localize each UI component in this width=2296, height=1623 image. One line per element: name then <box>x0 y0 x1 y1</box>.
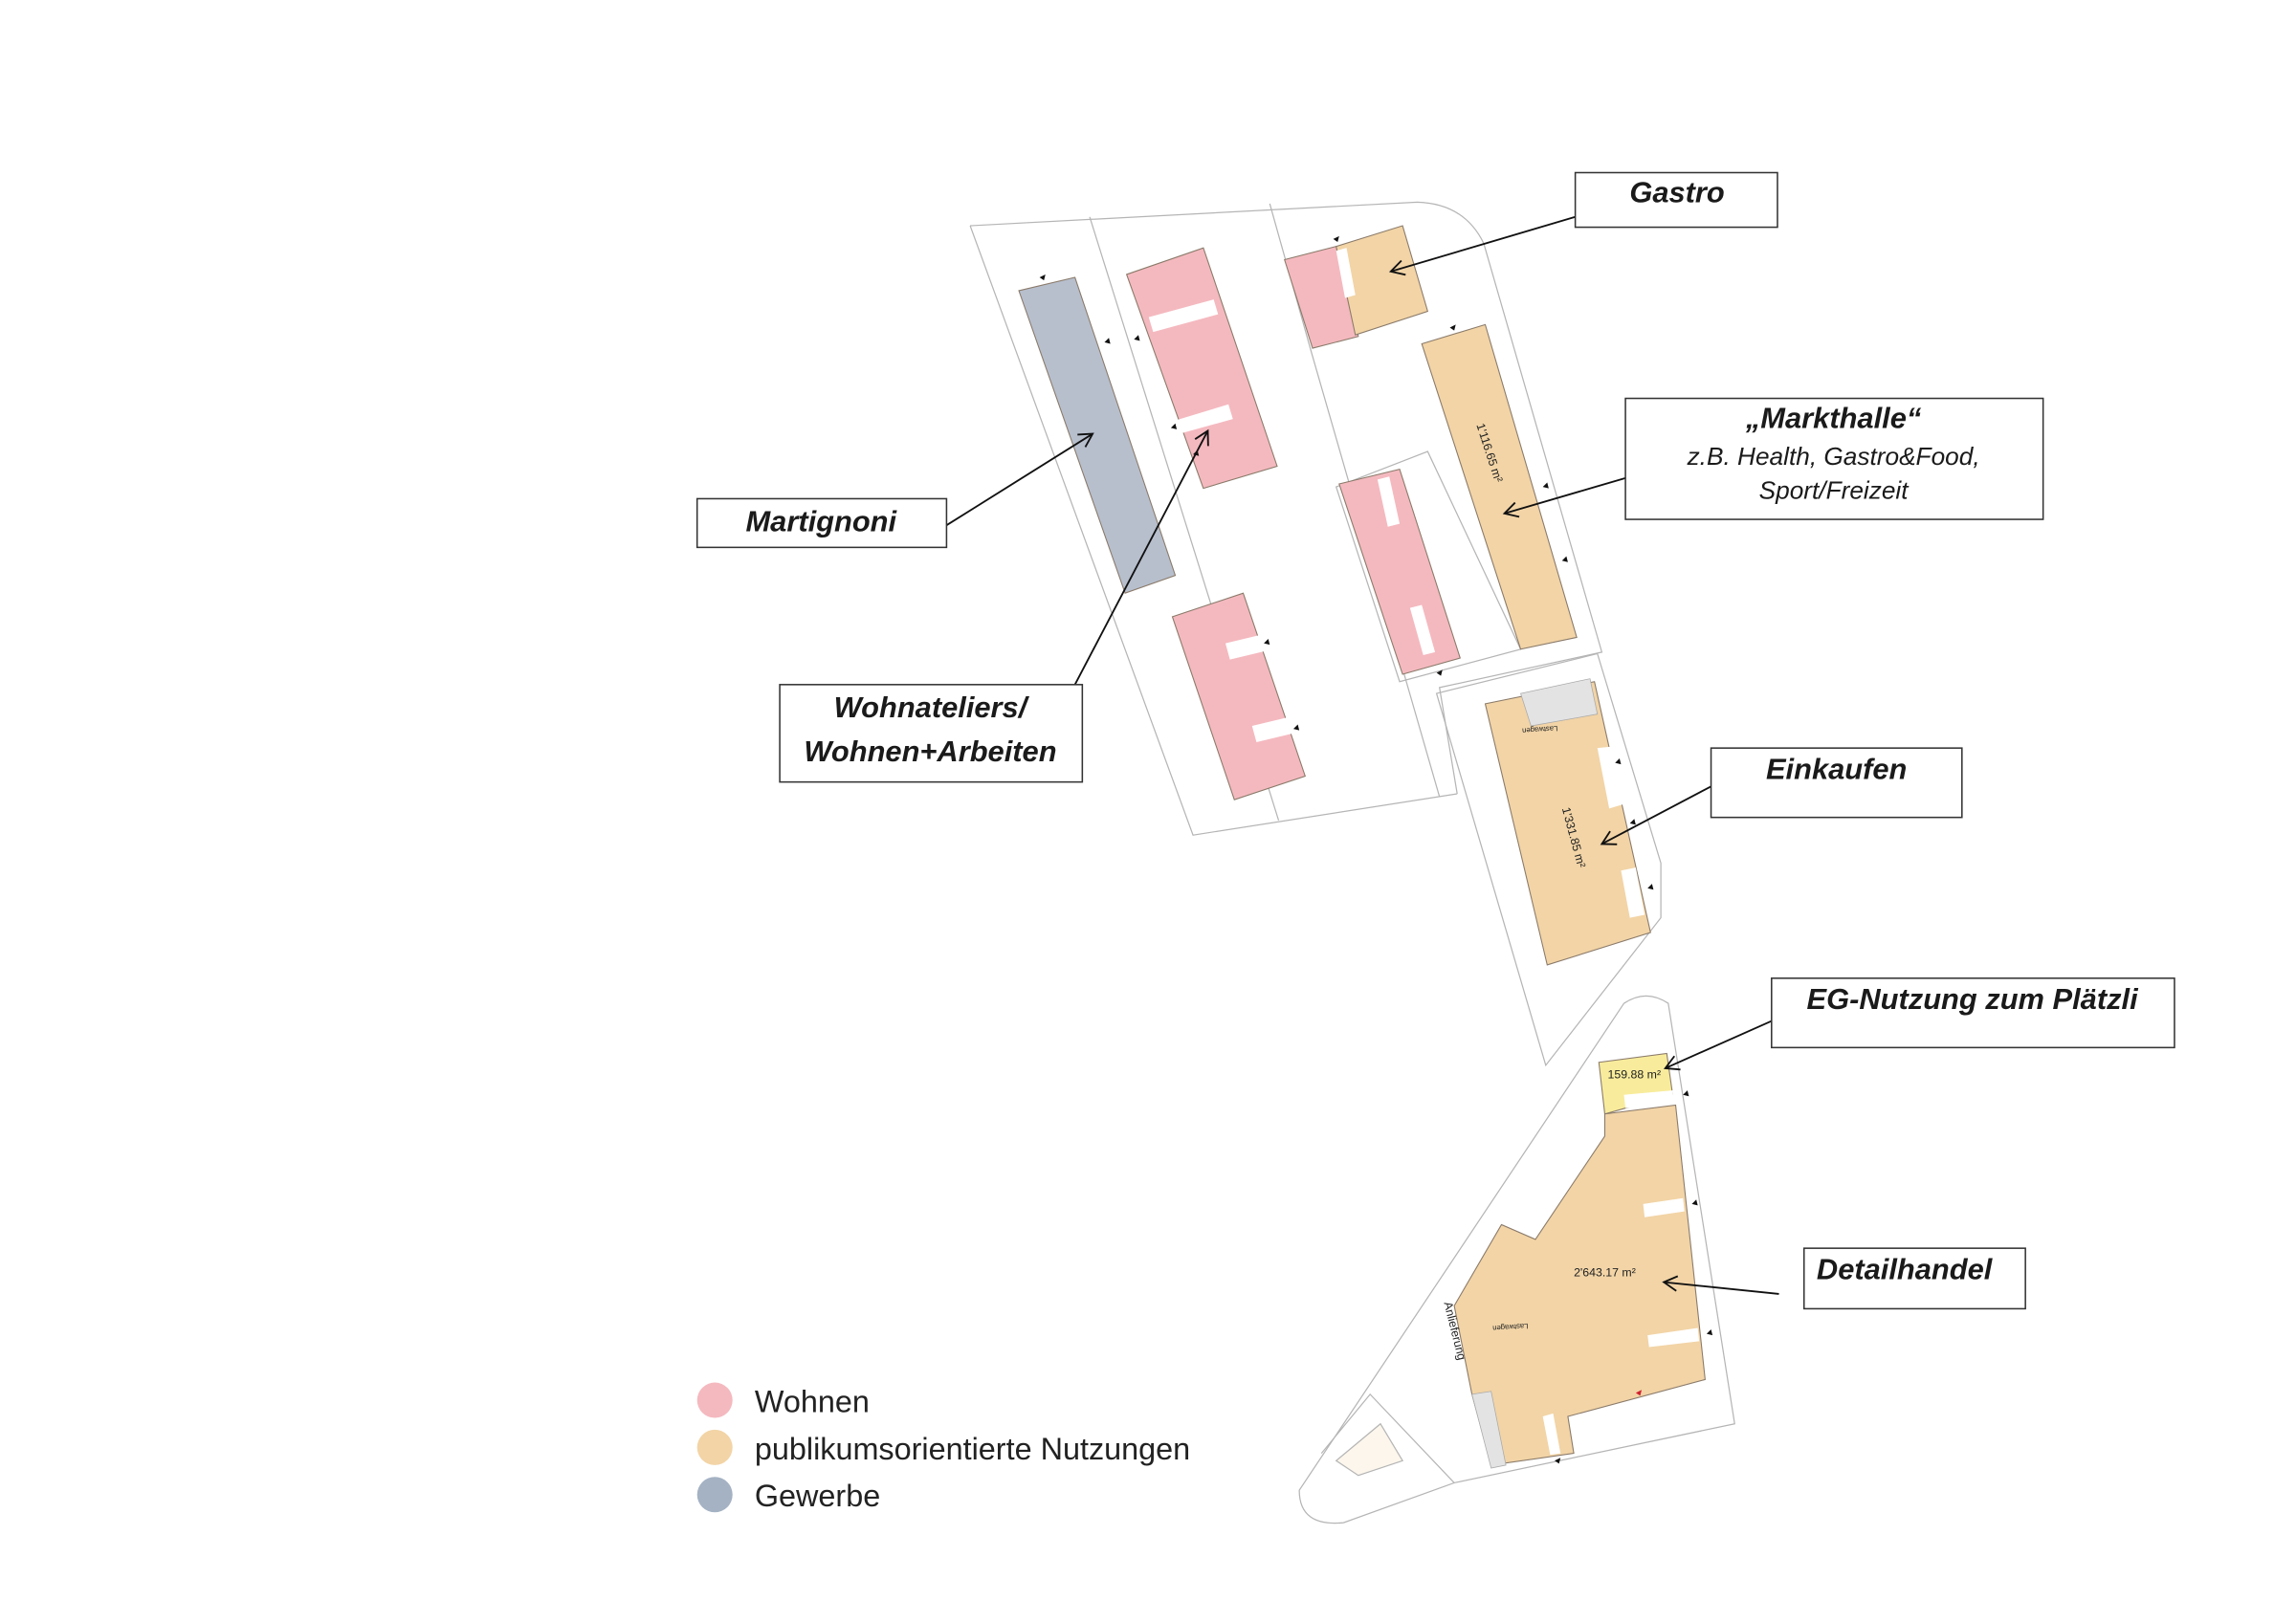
legend-swatch-wohnen <box>696 1382 733 1418</box>
area-eg: 159.88 m² <box>1608 1068 1662 1082</box>
building-wohnateliers-north <box>1125 247 1278 490</box>
lastwagen-label: Lastwagen <box>1522 724 1558 735</box>
building-wohnateliers-south <box>1171 592 1306 801</box>
label-markthalle-title: „Markthalle“ <box>1745 401 1922 434</box>
callout-einkaufen: Einkaufen <box>1710 747 1963 819</box>
lastwagen-label: Lastwagen <box>1492 1322 1529 1333</box>
label-markthalle-line2: Sport/Freizeit <box>1759 475 1910 504</box>
callout-markthalle: „Markthalle“ z.B. Health, Gastro&Food, S… <box>1624 397 2044 520</box>
callout-wohnateliers: Wohnateliers/ Wohnen+Arbeiten <box>779 684 1084 783</box>
label-gastro: Gastro <box>1629 175 1724 208</box>
label-wohnateliers-line1: Wohnateliers/ <box>834 691 1030 724</box>
building-martignoni <box>1018 276 1177 594</box>
legend-label-publikum: publikumsorientierte Nutzungen <box>755 1432 1190 1466</box>
buildings <box>1018 225 1706 1469</box>
entrance-markers <box>1039 235 1713 1464</box>
label-einkaufen: Einkaufen <box>1766 753 1907 786</box>
building-markthalle <box>1421 323 1578 650</box>
building-middle-wohnen <box>1338 468 1461 675</box>
legend-label-gewerbe: Gewerbe <box>755 1479 880 1513</box>
legend-swatch-publikum <box>696 1429 733 1465</box>
label-wohnateliers-line2: Wohnen+Arbeiten <box>804 735 1056 768</box>
label-markthalle-line1: z.B. Health, Gastro&Food, <box>1687 442 1980 471</box>
callout-gastro: Gastro <box>1574 171 1778 229</box>
callout-arrows <box>945 215 1779 1295</box>
building-gastro <box>1336 225 1429 336</box>
legend: Wohnen publikumsorientierte Nutzungen Ge… <box>696 1382 1190 1513</box>
label-detailhandel: Detailhandel <box>1817 1253 1994 1286</box>
label-martignoni: Martignoni <box>745 504 897 537</box>
building-gastro-wohnen <box>1284 245 1359 349</box>
label-eg-nutzung: EG-Nutzung zum Plätzli <box>1807 982 2140 1016</box>
callout-detailhandel: Detailhandel <box>1802 1247 2026 1310</box>
callout-eg-nutzung: EG-Nutzung zum Plätzli <box>1771 977 2175 1049</box>
callout-martignoni: Martignoni <box>695 497 948 549</box>
legend-swatch-gewerbe <box>696 1477 733 1513</box>
legend-label-wohnen: Wohnen <box>755 1384 870 1418</box>
area-detailhandel: 2'643.17 m² <box>1574 1265 1636 1279</box>
